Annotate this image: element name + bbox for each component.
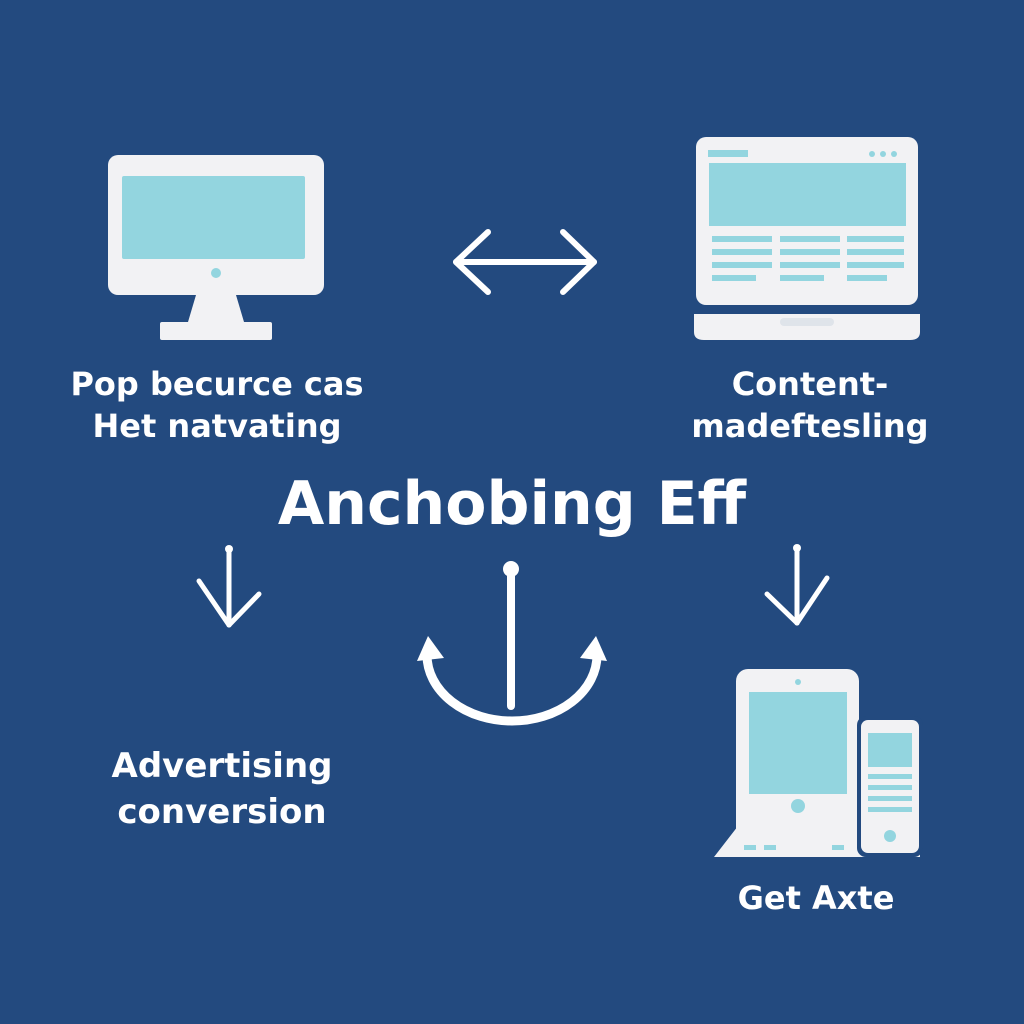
laptop-label: Content- madeftesling — [672, 364, 948, 447]
mobile-label: Get Axte — [737, 879, 895, 917]
tablet-phone-icon — [714, 669, 923, 857]
advertising-label-line2: conversion — [117, 791, 327, 832]
laptop-label-line2: madeftesling — [691, 406, 929, 445]
laptop-icon — [694, 137, 920, 340]
desktop-monitor-icon — [108, 155, 324, 340]
anchor-icon — [417, 561, 607, 726]
laptop-label-line1: Content- — [731, 365, 889, 403]
desktop-label: Pop becurce cas Het natvating — [52, 364, 382, 447]
desktop-label-line2: Het natvating — [92, 406, 342, 445]
advertising-label-line1: Advertising — [111, 746, 333, 786]
advertising-label: Advertising conversion — [90, 744, 354, 836]
desktop-label-line1: Pop becurce cas — [70, 365, 364, 403]
double-arrow-icon — [453, 229, 597, 295]
down-arrow-icon-right — [764, 545, 830, 626]
diagram-title: Anchobing Eff — [277, 469, 747, 539]
down-arrow-icon-left — [196, 547, 262, 628]
